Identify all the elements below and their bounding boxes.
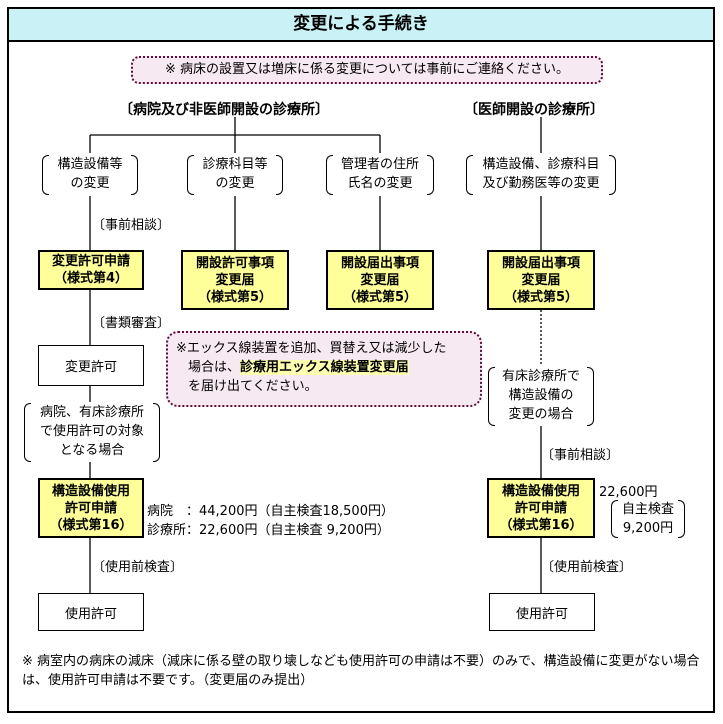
change-clinic: 構造設備、診療科目 及び勤務医等の変更 bbox=[466, 155, 616, 195]
outer-frame bbox=[7, 7, 715, 713]
change-department: 診療科目等 の変更 bbox=[187, 155, 283, 195]
pre-use-inspection-label: 〔使用前検査〕 bbox=[92, 560, 184, 575]
right-self-inspection-fee: 自主検査 9,200円 bbox=[611, 500, 685, 538]
document-review-label: 〔書類審査〕 bbox=[92, 316, 171, 331]
clinic-use-permission-box: 使用許可 bbox=[489, 593, 595, 631]
change-permit-form: 変更許可申請 （様式第4） bbox=[38, 250, 144, 290]
clinic-pre-use-inspection-label: 〔使用前検査〕 bbox=[541, 560, 633, 575]
clinic-condition: 有床診療所で 構造設備の 変更の場合 bbox=[488, 367, 594, 426]
footer-note: ※ 病室内の病床の減床（減床に係る壁の取り壊しなども使用許可の申請は不要）のみで… bbox=[22, 654, 700, 688]
xray-note-line1: ※エックス線装置を追加、買替え又は減少した bbox=[176, 341, 447, 356]
xray-note-line2-prefix: 場合は、 bbox=[188, 360, 241, 375]
change-permission-box: 変更許可 bbox=[38, 345, 144, 386]
use-permission-box: 使用許可 bbox=[38, 593, 144, 631]
right-fee: 22,600円 bbox=[599, 485, 658, 500]
hospital-condition: 病院、有床診療所 で使用許可の対象 となる場合 bbox=[24, 403, 160, 462]
right-heading: 〔医師開設の診療所〕 bbox=[464, 102, 604, 118]
clinic-notice-form: 開設届出事項 変更届 （様式第5） bbox=[487, 250, 595, 310]
change-structure: 構造設備等 の変更 bbox=[42, 155, 138, 195]
clinic-fee: 診療所：22,600円（自主検査 9,200円） bbox=[147, 523, 390, 538]
page-title: 変更による手続き bbox=[9, 9, 713, 42]
permit-items-form: 開設許可事項 変更届 （様式第5） bbox=[181, 250, 289, 310]
structure-use-form: 構造設備使用 許可申請 （様式第16） bbox=[38, 478, 144, 538]
xray-note-line3: を届け出てください。 bbox=[188, 379, 318, 394]
hospital-fee: 病院 ：44,200円（自主検査18,500円） bbox=[147, 504, 394, 519]
xray-note: ※エックス線装置を追加、買替え又は減少した 場合は、診療用エックス線装置変更届 … bbox=[166, 331, 482, 407]
notice-items-form: 開設届出事項 変更届 （様式第5） bbox=[326, 250, 434, 310]
top-note: ※ 病床の設置又は増床に係る変更については事前にご連絡ください。 bbox=[131, 56, 603, 84]
clinic-prior-consult-label: 〔事前相談〕 bbox=[541, 448, 620, 463]
clinic-structure-use-form: 構造設備使用 許可申請 （様式第16） bbox=[487, 478, 595, 538]
xray-form-name: 診療用エックス線装置変更届 bbox=[240, 360, 409, 375]
prior-consult-label: 〔事前相談〕 bbox=[92, 218, 171, 233]
change-manager: 管理者の住所 氏名の変更 bbox=[326, 155, 434, 195]
left-heading: 〔病院及び非医師開設の診療所〕 bbox=[119, 102, 329, 118]
